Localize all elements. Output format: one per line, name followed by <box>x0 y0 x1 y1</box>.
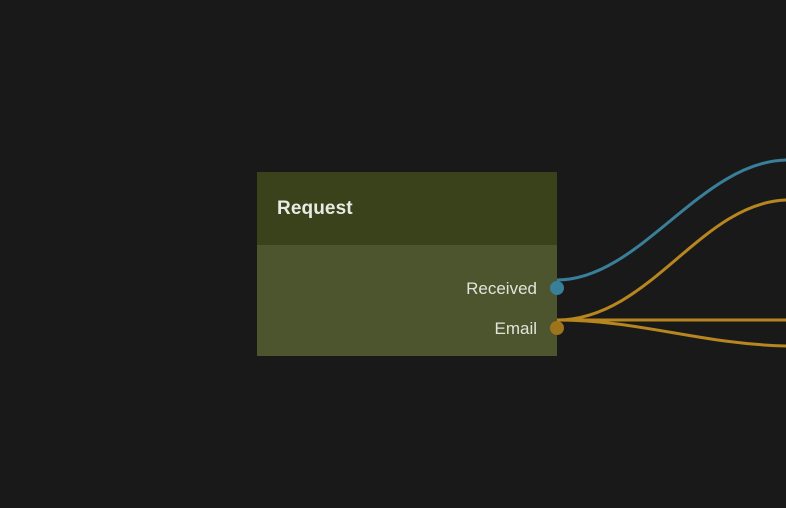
output-port-label-email: Email <box>494 318 537 338</box>
edge-email-1 <box>555 198 786 322</box>
output-port-row-email[interactable]: Email <box>257 308 564 348</box>
output-port-dot-received[interactable] <box>550 281 564 295</box>
node-body: Received Email <box>257 245 564 356</box>
edge-email-3 <box>555 318 786 348</box>
output-port-label-received: Received <box>466 278 537 298</box>
node-header[interactable]: Request <box>257 172 557 245</box>
output-port-dot-email[interactable] <box>550 321 564 335</box>
edge-received-1 <box>555 158 786 282</box>
output-port-row-received[interactable]: Received <box>257 268 564 308</box>
node-request[interactable]: Request Received Email <box>257 172 564 356</box>
node-title: Request <box>277 198 353 219</box>
